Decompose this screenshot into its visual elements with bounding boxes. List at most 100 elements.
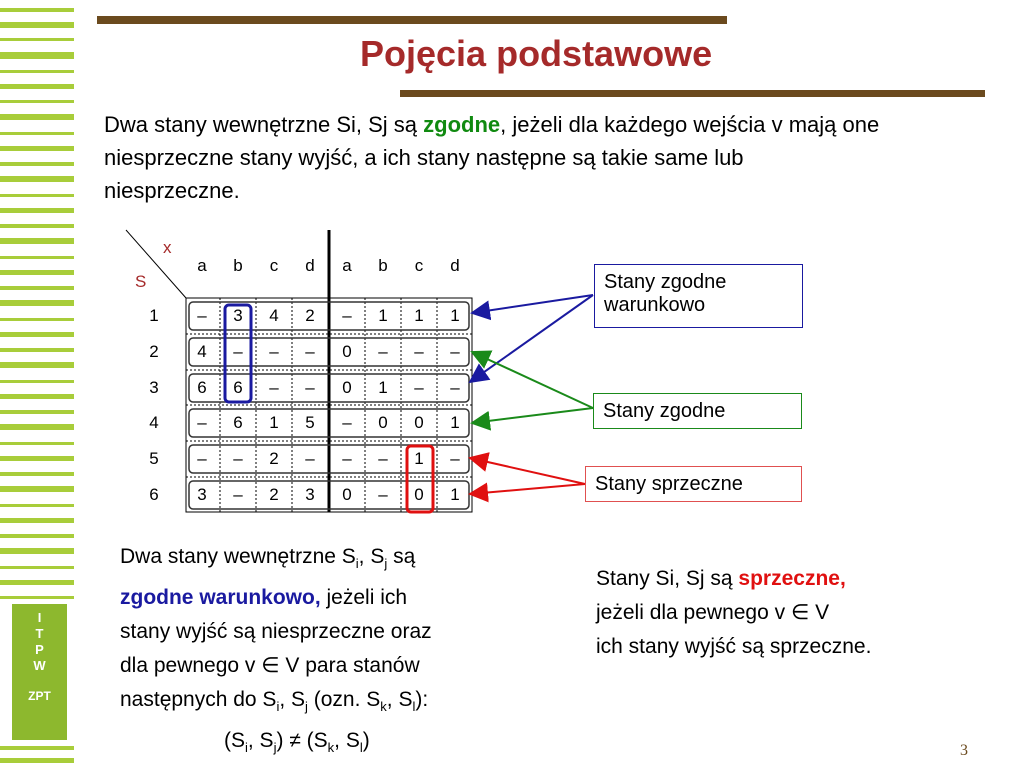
table-cell: 3 [197,485,207,504]
table-cell: – [342,413,352,432]
column-header: a [342,256,352,275]
table-cell: – [233,449,243,468]
table-cell: 1 [378,378,388,397]
table-cell: 6 [197,378,207,397]
itpw-logo: I T P W ZPT [12,604,67,740]
row-label: 5 [149,449,159,468]
table-cell: – [269,378,279,397]
row-label: 4 [149,413,159,432]
slide-title: Pojęcia podstawowe [360,33,713,74]
s-label: S [135,272,147,291]
intro-paragraph: Dwa stany wewnętrzne Si, Sj są zgodne, j… [104,108,884,207]
column-header: d [305,256,315,275]
intro-text-2: , jeżeli dla każdego wejścia v mają one … [104,112,880,203]
column-header: c [414,256,424,275]
table-cell: – [342,449,352,468]
callout-conditional: Stany zgodne warunkowo [594,264,803,328]
conditional-definition: Dwa stany wewnętrzne Si, Sj są zgodne wa… [120,540,560,766]
table-cell: 6 [233,413,243,432]
logo-letter: I [37,610,42,625]
conflict-definition: Stany Si, Sj są sprzeczne, jeżeli dla pe… [596,562,1016,664]
callout-conditional-line2: warunkowo [604,294,706,316]
table-cell: 1 [414,449,424,468]
table-cell: 2 [269,449,279,468]
table-cell: 0 [378,413,388,432]
table-cell: – [305,378,315,397]
table-cell: – [450,342,460,361]
table-cell: 1 [414,306,424,325]
table-cell: 2 [305,306,315,325]
row-label: 2 [149,342,159,361]
table-cell: – [233,342,243,361]
page-number: 3 [960,742,968,759]
decorative-stripes [0,0,74,768]
table-cell: 4 [197,342,207,361]
column-header: b [378,256,388,275]
table-cell: 6 [233,378,243,397]
table-cell: 0 [414,485,424,504]
table-cell: – [305,342,315,361]
table-cell: 3 [305,485,315,504]
callout-compatible-text: Stany zgodne [603,400,726,422]
conflict-highlight [405,444,435,514]
conflict-bold-term: sprzeczne, [738,567,846,590]
logo-zpt: ZPT [28,689,51,703]
table-cell: 0 [342,485,352,504]
top-bar [97,16,727,24]
logo-letter: P [35,642,44,657]
def-line-1: Dwa stany wewnętrzne Si, Sj są [120,545,416,572]
column-header: a [197,256,207,275]
conflict-line-1: Stany Si, Sj są sprzeczne, [596,567,846,590]
def-line-3: stany wyjść są niesprzeczne oraz [120,620,432,644]
row-label: 6 [149,485,159,504]
table-cell: 0 [414,413,424,432]
def-line-6: (Si, Sj) ≠ (Sk, Sl) [224,729,370,756]
x-label: x [163,238,172,257]
callout-conflicting: Stany sprzeczne [585,466,802,502]
row-label: 3 [149,378,159,397]
def-line-2: zgodne warunkowo, jeżeli ich [120,586,408,610]
column-header: c [269,256,279,275]
column-header: b [233,256,243,275]
table-cell: 5 [305,413,315,432]
table-cell: – [197,449,207,468]
row-label: 1 [149,306,159,325]
callout-conflicting-text: Stany sprzeczne [595,473,743,495]
table-cell: – [305,449,315,468]
def-line-5: następnych do Si, Sj (ozn. Sk, Sl): [120,688,429,715]
logo-letter: W [33,658,46,673]
table-cell: 4 [269,306,279,325]
intro-text: Dwa stany wewnętrzne Si, Sj są [104,112,424,137]
logo-letter: T [35,626,44,641]
intro-bold-term: zgodne [423,112,501,137]
table-cell: 2 [269,485,279,504]
conflict-line-3: ich stany wyjść są sprzeczne. [596,635,872,658]
table-cell: – [378,342,388,361]
table-cell: 0 [342,342,352,361]
table-cell: – [414,342,424,361]
conflict-line-2: jeżeli dla pewnego v ∈ V [596,601,830,624]
table-cell: 1 [450,306,460,325]
conditional-highlight [223,303,253,404]
table-cell: 1 [450,485,460,504]
callout-conditional-line1: Stany zgodne [604,271,727,293]
table-cell: – [378,449,388,468]
callout-compatible: Stany zgodne [593,393,802,429]
table-cell: – [450,378,460,397]
def-bold-term: zgodne warunkowo, [120,586,321,610]
table-cell: 1 [269,413,279,432]
column-header: d [450,256,460,275]
title-underline [400,90,985,97]
def-line-4: dla pewnego v ∈ V para stanów [120,654,420,678]
table-cell: 3 [233,306,243,325]
table-cell: – [197,413,207,432]
table-cell: – [450,449,460,468]
table-cell: – [414,378,424,397]
header-diagonal [125,229,187,299]
table-cell: – [378,485,388,504]
table-cell: – [269,342,279,361]
table-cell: – [197,306,207,325]
table-cell: – [233,485,243,504]
table-cell: – [342,306,352,325]
